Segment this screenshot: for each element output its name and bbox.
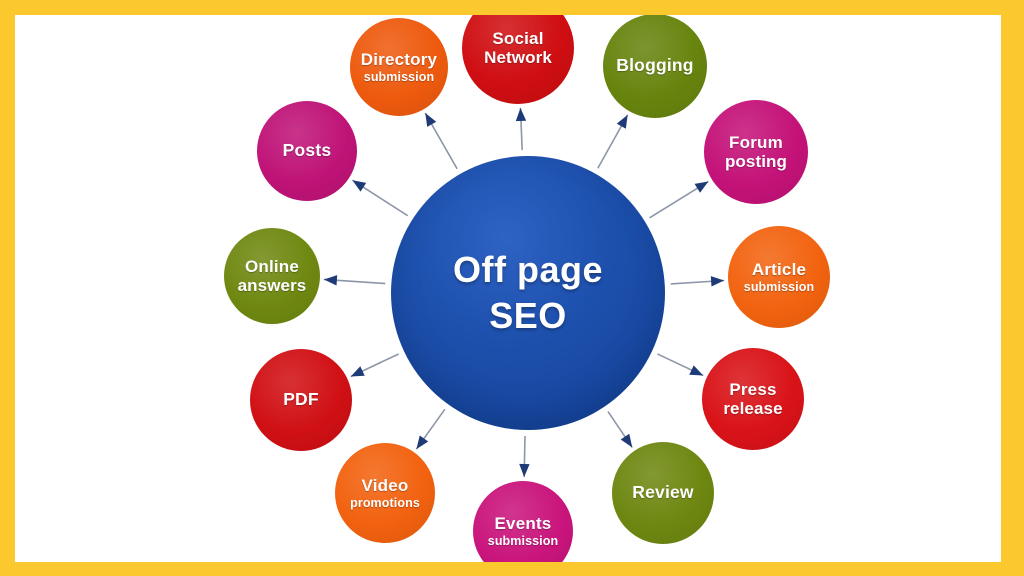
connector-arrowhead (515, 107, 527, 122)
node-label-line1: Social (492, 28, 544, 48)
node-label-line1: Directory (360, 49, 438, 69)
node-label-line1: Events (494, 513, 552, 533)
hub-label-line1: Off page (452, 249, 603, 290)
node-label-line1: Online (244, 256, 300, 276)
node-pdf[interactable]: PDF (250, 349, 352, 451)
node-label-line2: answers (237, 276, 307, 295)
frame-border-left (0, 0, 15, 576)
node-label-line1: Article (751, 259, 807, 279)
connector-arrows (323, 107, 725, 478)
node-label-line2: release (723, 399, 783, 418)
connector-arrowhead (694, 181, 709, 193)
node-review[interactable]: Review (612, 442, 714, 544)
frame-border-right (1001, 0, 1024, 576)
node-label-line1: Blogging (616, 55, 694, 76)
connector-arrowhead (710, 276, 725, 287)
frame-border-bottom (0, 562, 1024, 576)
node-label-line2: promotions (350, 496, 420, 511)
connector-arrowhead (323, 275, 338, 286)
node-label-line2: submission (743, 280, 815, 295)
hub-node-off-page-seo[interactable]: Off page SEO (391, 156, 665, 430)
connector-arrowhead (425, 113, 437, 127)
node-blogging[interactable]: Blogging (603, 15, 707, 118)
connector-arrowhead (689, 365, 704, 376)
node-label-line2: submission (487, 534, 559, 549)
node-label-line1: Posts (282, 140, 332, 161)
hub-label-line2: SEO (489, 295, 567, 336)
node-label-line1: PDF (283, 389, 319, 410)
connector-arrowhead (352, 180, 367, 192)
node-label-line2: submission (363, 70, 435, 85)
node-label-line2: Network (484, 48, 552, 67)
connector-arrowhead (416, 435, 429, 450)
node-label-line1: Forum (729, 132, 783, 152)
node-label-line1: Press (729, 379, 777, 399)
node-label-line1: Video (361, 475, 409, 495)
connector-arrowhead (519, 463, 530, 478)
connector-arrowhead (620, 433, 633, 448)
connector-arrowhead (350, 366, 365, 377)
frame-border-top (0, 0, 1024, 15)
node-label-line1: Review (632, 482, 694, 503)
connector-arrowhead (616, 114, 628, 129)
node-label-line2: posting (724, 152, 788, 171)
node-posts[interactable]: Posts (257, 101, 357, 201)
